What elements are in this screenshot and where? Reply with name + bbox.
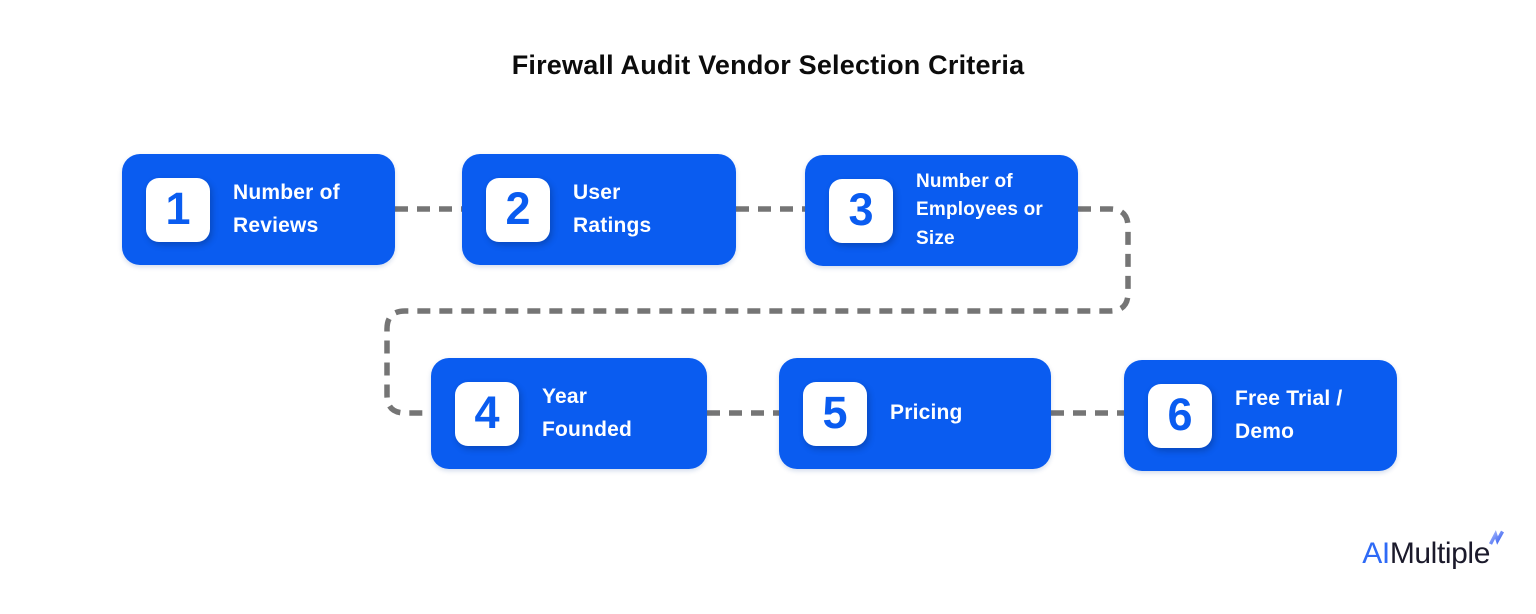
- logo-text-multiple: Multiple: [1389, 537, 1491, 570]
- step-number: 5: [822, 387, 848, 438]
- step-box-pricing: 5 Pricing: [779, 358, 1051, 469]
- step-number: 2: [505, 183, 531, 234]
- step-label: Number of Employees or Size: [916, 170, 1044, 249]
- step-number-badge: 5: [803, 381, 867, 446]
- page-title: Firewall Audit Vendor Selection Criteria: [511, 50, 1025, 80]
- logo-text-ai: AI: [1362, 537, 1390, 570]
- step-label: Year Founded: [542, 384, 633, 441]
- step-label: Free Trial / Demo: [1235, 386, 1343, 443]
- brand-logo: AIMultiple: [1362, 530, 1504, 570]
- step-number-badge: 4: [455, 381, 519, 446]
- logo-spark-icon: [1488, 530, 1504, 545]
- step-number-badge: 6: [1148, 383, 1212, 448]
- step-box-free-trial-demo: 6 Free Trial / Demo: [1124, 360, 1397, 471]
- step-number-badge: 3: [829, 178, 893, 243]
- step-label: Pricing: [890, 401, 963, 425]
- step-box-year-founded: 4 Year Founded: [431, 358, 707, 469]
- step-number: 6: [1167, 389, 1193, 440]
- step-label: User Ratings: [573, 180, 652, 237]
- step-number-badge: 2: [486, 177, 550, 242]
- step-box-number-of-reviews: 1 Number of Reviews: [122, 154, 395, 265]
- step-number: 1: [165, 183, 191, 234]
- connector-step3-step4: [384, 206, 1131, 416]
- step-box-number-of-employees: 3 Number of Employees or Size: [805, 155, 1078, 266]
- step-number: 3: [848, 184, 874, 235]
- step-label: Number of Reviews: [233, 180, 340, 237]
- step-box-user-ratings: 2 User Ratings: [462, 154, 736, 265]
- step-number: 4: [474, 387, 500, 438]
- step-number-badge: 1: [146, 177, 210, 242]
